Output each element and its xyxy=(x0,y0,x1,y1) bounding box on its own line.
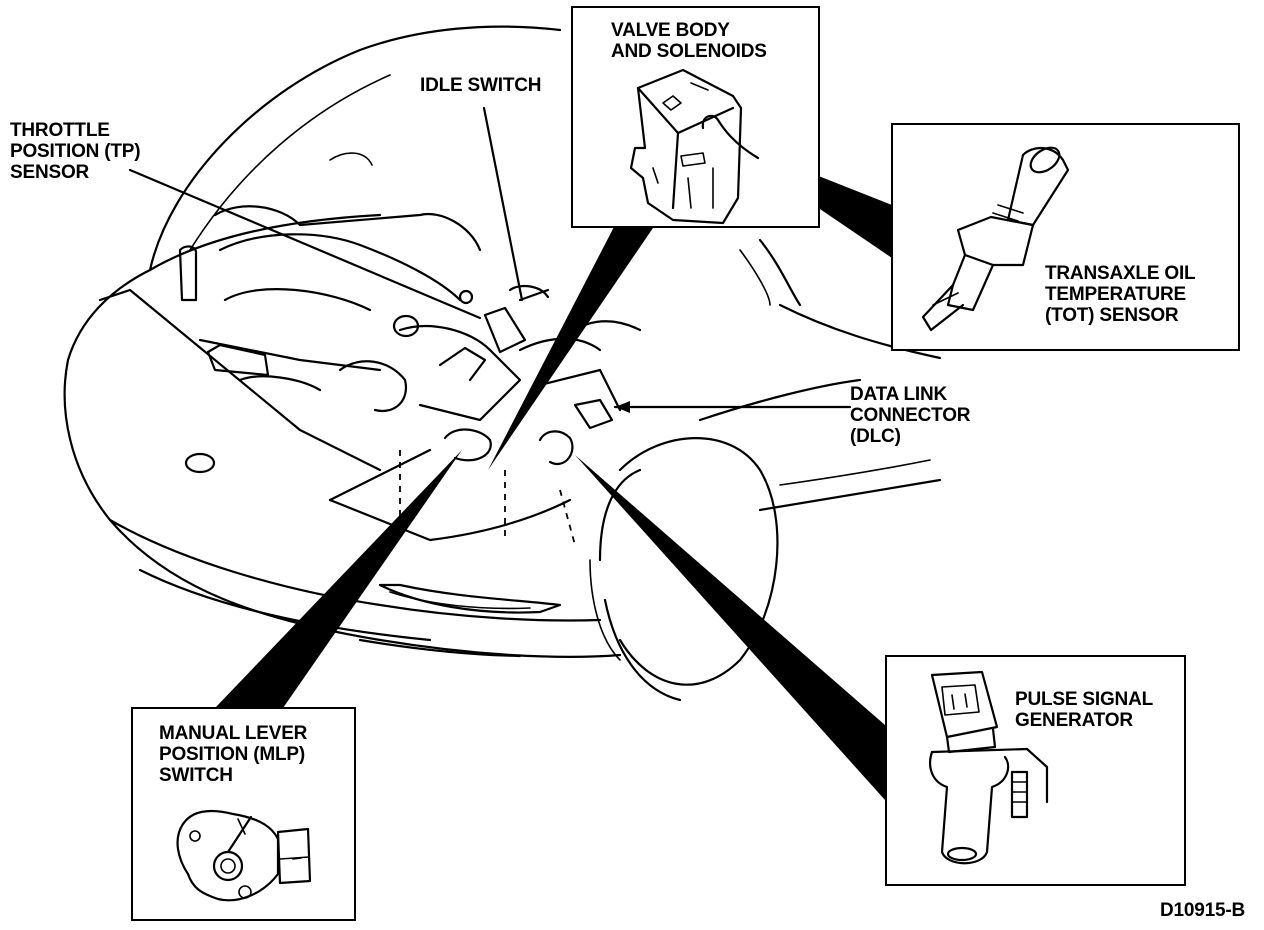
tot-sensor-inset: TRANSAXLE OIL TEMPERATURE (TOT) SENSOR xyxy=(891,123,1240,351)
idle-switch-label: IDLE SWITCH xyxy=(420,75,541,96)
dlc-label: DATA LINK CONNECTOR (DLC) xyxy=(850,384,971,447)
idle-switch-label-line-1: IDLE SWITCH xyxy=(420,75,542,96)
front-wheel xyxy=(589,437,779,702)
dlc-label-line-1: DATA LINK xyxy=(850,384,948,405)
mlp-switch-inset: MANUAL LEVER POSITION (MLP) SWITCH xyxy=(131,707,356,921)
mlp-switch-label: MANUAL LEVER POSITION (MLP) SWITCH xyxy=(159,723,307,786)
valve-body-wedge xyxy=(488,225,655,470)
pulse-generator-icon xyxy=(929,670,1049,865)
mlp-switch-label-line-3: SWITCH xyxy=(159,765,233,786)
engine-compartment xyxy=(178,205,642,546)
pulse-generator-label-line-1: PULSE SIGNAL xyxy=(1015,689,1154,710)
figure-id: D10915-B xyxy=(1160,900,1246,921)
dlc-label-line-3: (DLC) xyxy=(850,426,901,447)
tot-sensor-label-line-1: TRANSAXLE OIL xyxy=(1045,263,1196,284)
dlc-label-line-2: CONNECTOR xyxy=(850,405,971,426)
pulse-generator-inset: PULSE SIGNAL GENERATOR xyxy=(885,655,1186,886)
tp-sensor-label-line-3: SENSOR xyxy=(10,162,90,183)
valve-body-label-line-2: AND SOLENOIDS xyxy=(611,41,767,62)
tp-sensor-label: THROTTLE POSITION (TP) SENSOR xyxy=(10,120,141,183)
car-body xyxy=(63,268,942,658)
pulse-generator-wedge xyxy=(575,455,885,800)
valve-body-label: VALVE BODY AND SOLENOIDS xyxy=(611,20,767,62)
idle-switch-leader xyxy=(482,106,524,302)
valve-body-label-line-1: VALVE BODY xyxy=(611,20,730,41)
valve-body-icon xyxy=(629,68,760,225)
leader-lines xyxy=(128,106,852,413)
mlp-switch-icon xyxy=(176,809,312,902)
tot-sensor-icon xyxy=(921,146,1070,332)
mlp-switch-label-line-1: MANUAL LEVER xyxy=(159,723,308,744)
hood-outline xyxy=(148,25,802,307)
tot-sensor-label-line-2: TEMPERATURE xyxy=(1045,284,1187,305)
mlp-switch-label-line-2: POSITION (MLP) xyxy=(159,744,306,765)
callout-wedges xyxy=(215,145,892,800)
valve-body-inset: VALVE BODY AND SOLENOIDS xyxy=(571,6,820,228)
mlp-switch-wedge xyxy=(215,450,462,708)
tp-sensor-label-line-1: THROTTLE xyxy=(10,120,110,141)
tot-sensor-label-line-3: (TOT) SENSOR xyxy=(1045,305,1179,326)
tot-sensor-label: TRANSAXLE OIL TEMPERATURE (TOT) SENSOR xyxy=(1045,263,1196,326)
tp-sensor-label-line-2: POSITION (TP) xyxy=(10,141,141,162)
tp-sensor-leader xyxy=(128,168,482,320)
pulse-generator-label-line-2: GENERATOR xyxy=(1015,710,1133,731)
pulse-generator-label: PULSE SIGNAL GENERATOR xyxy=(1015,689,1153,731)
dlc-arrowhead xyxy=(615,401,630,413)
